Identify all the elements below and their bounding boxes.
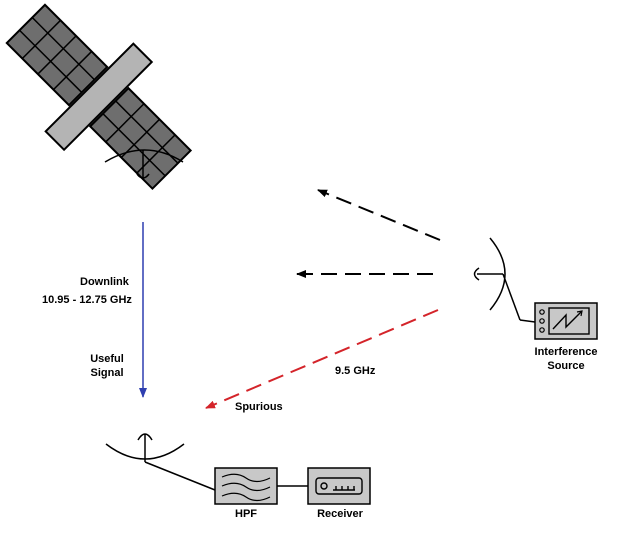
hpf-filter-box — [214, 467, 278, 505]
receiver-label: Receiver — [317, 508, 363, 520]
receiver-box — [307, 467, 371, 505]
solar-panel-upper — [5, 3, 109, 107]
satellite-icon — [5, 3, 193, 191]
useful-signal-label-line1: Useful — [90, 353, 124, 365]
frequency-range-label: 10.95 - 12.75 GHz — [42, 294, 132, 306]
filter-wave-icon — [221, 473, 271, 502]
solar-panel-lower — [88, 86, 193, 191]
interference-arrow-upper — [317, 189, 441, 241]
downlink-label: Downlink — [80, 276, 129, 288]
ground-dish-icon — [105, 433, 216, 491]
interference-source-label-line2: Source — [547, 360, 585, 372]
signal-generator-icon — [534, 302, 598, 340]
interference-dish-icon — [473, 237, 536, 323]
interference-source-label-line1: Interference — [534, 346, 598, 358]
interference-frequency-label: 9.5 GHz — [335, 365, 376, 377]
receiver-icon — [315, 477, 363, 495]
useful-signal-label-line2: Signal — [90, 367, 124, 379]
satellite-dish-icon — [104, 149, 184, 179]
spurious-label: Spurious — [235, 401, 283, 413]
spurious-arrow — [205, 309, 439, 409]
hpf-label: HPF — [235, 508, 257, 520]
